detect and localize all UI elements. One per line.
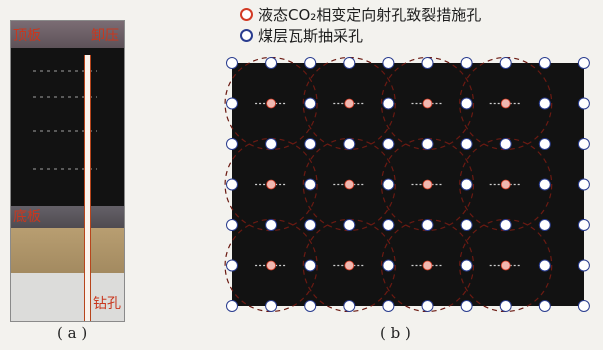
legend-item-fracture-hole: 液态CO₂相变定向射孔致裂措施孔 [240,4,481,25]
drainage-hole [382,259,395,272]
drainage-hole [421,219,434,231]
drainage-hole [226,300,238,312]
fracture-streak [33,130,97,132]
floor-label: 底板 [13,209,41,225]
drainage-hole [460,57,473,69]
drainage-hole [538,138,551,150]
drainage-hole [577,259,590,272]
drainage-hole [382,138,395,150]
drainage-hole [382,219,395,231]
drainage-hole [460,300,473,312]
drainage-hole-group [226,57,590,312]
drainage-hole [499,300,512,312]
legend: 液态CO₂相变定向射孔致裂措施孔 煤层瓦斯抽采孔 [240,4,481,46]
drainage-hole [421,57,434,69]
drainage-hole [499,219,512,231]
drainage-hole [460,259,473,272]
roof-stratum [11,21,124,48]
drainage-hole [460,178,473,191]
drainage-hole [304,57,317,69]
drainage-hole [343,138,356,150]
drainage-hole [226,138,238,150]
drainage-hole [538,219,551,231]
drainage-hole [382,178,395,191]
drainage-hole [343,219,356,231]
drainage-hole [421,138,434,150]
sandstone-stratum [11,228,124,273]
drainage-hole [382,300,395,312]
fracture-hole [422,179,433,190]
drainage-hole [304,219,317,231]
drainage-hole [460,219,473,231]
pressure-relief-label: 卸压 [91,28,119,44]
caption-b: ( b ) [380,324,411,342]
fracture-hole-marker-icon [240,8,253,21]
drainage-hole [499,138,512,150]
drainage-hole [304,97,317,110]
hole-layout-plan [224,57,590,312]
drainage-hole [538,97,551,110]
fracture-hole [344,98,355,109]
fracture-hole [344,179,355,190]
drainage-hole [226,219,238,231]
coal-seam [11,48,124,206]
floor-stratum [11,206,124,228]
drainage-hole [265,219,278,231]
legend-label: 煤层瓦斯抽采孔 [258,27,364,45]
drainage-hole [304,178,317,191]
drainage-hole [538,57,551,69]
drainage-hole [577,178,590,191]
lower-stratum [11,273,124,321]
fracture-streak [33,168,97,170]
drainage-hole [343,57,356,69]
drainage-hole [343,300,356,312]
fracture-streak [33,96,97,98]
drainage-hole [577,57,590,69]
fracture-hole [266,98,276,109]
drainage-hole [577,138,590,150]
fracture-hole [422,98,433,109]
drainage-hole [577,300,590,312]
drainage-hole [265,300,278,312]
drainage-hole [460,97,473,110]
drainage-hole [577,219,590,231]
drainage-hole [421,300,434,312]
coal-seam-plan [232,63,584,306]
drainage-hole [226,97,238,110]
drainage-hole [304,138,317,150]
fracture-hole [266,260,276,271]
borehole-shaft [84,55,91,321]
drainage-hole [226,259,238,272]
drainage-hole [382,57,395,69]
fracture-hole [500,179,511,190]
roof-label: 顶板 [13,28,41,44]
drainage-hole [499,57,512,69]
drainage-hole [538,259,551,272]
drainage-hole [577,97,590,110]
drainage-hole [265,138,278,150]
drainage-hole [265,57,278,69]
borehole-cross-section: 顶板 卸压 底板 钻孔 [10,20,125,322]
drainage-hole [460,138,473,150]
drainage-hole [538,178,551,191]
drainage-hole [226,178,238,191]
drainage-hole [382,97,395,110]
fracture-hole [500,98,511,109]
fracture-streak [33,70,97,72]
fracture-hole [422,260,433,271]
legend-label: 液态CO₂相变定向射孔致裂措施孔 [258,6,482,24]
drainage-hole [538,300,551,312]
fracture-hole [266,179,276,190]
caption-a: ( a ) [57,324,88,342]
legend-item-drainage-hole: 煤层瓦斯抽采孔 [240,25,481,46]
drainage-hole [304,259,317,272]
borehole-label: 钻孔 [93,296,121,312]
drainage-hole-marker-icon [240,29,253,42]
drainage-hole [304,300,317,312]
drainage-hole [226,57,238,69]
fracture-hole-group [266,98,511,271]
fracture-hole [500,260,511,271]
fracture-hole [344,260,355,271]
